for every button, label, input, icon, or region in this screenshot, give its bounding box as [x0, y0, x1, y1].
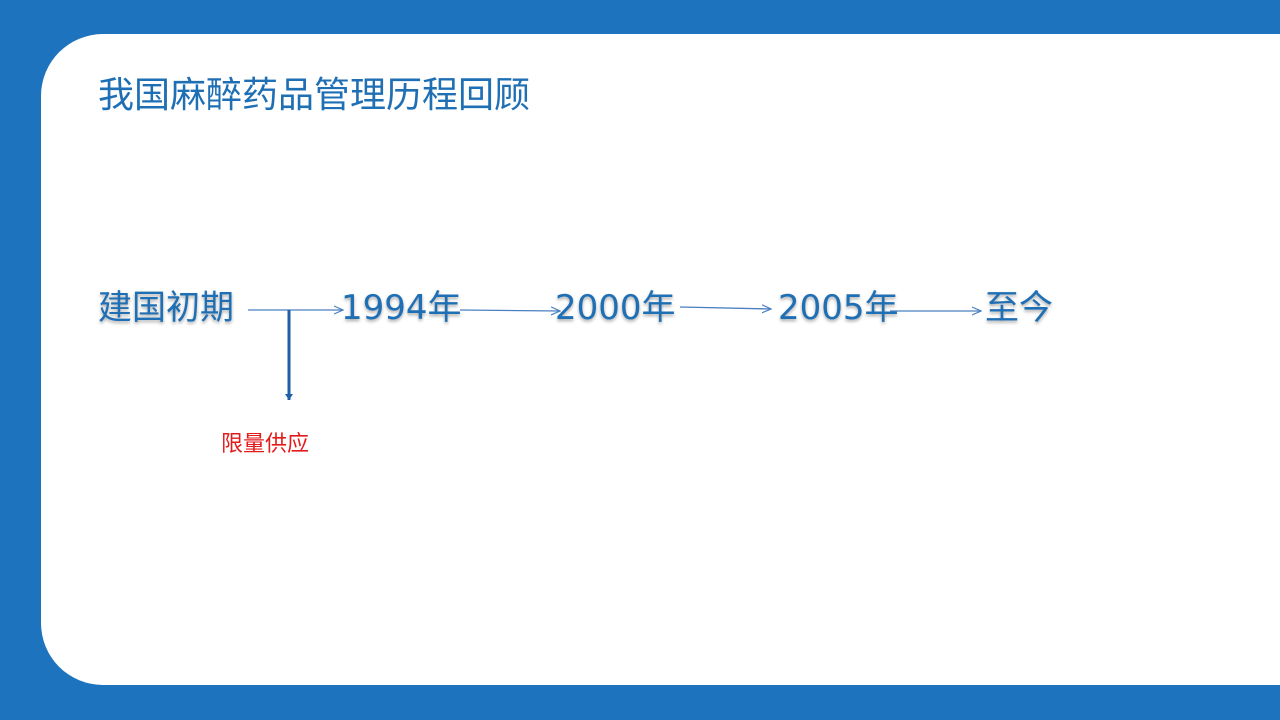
arrow-1994-to-2000	[459, 310, 560, 311]
timeline-node-1994: 1994年	[341, 288, 462, 328]
timeline-node-founding: 建国初期	[98, 288, 234, 328]
slide-title: 我国麻醉药品管理历程回顾	[98, 75, 531, 116]
timeline-node-present: 至今	[985, 288, 1053, 328]
branch-label: 限量供应	[221, 432, 310, 457]
arrow-2000-to-2005	[679, 307, 771, 309]
timeline-node-2000: 2000年	[555, 288, 676, 328]
content-panel	[41, 34, 1280, 685]
timeline-node-2005: 2005年	[778, 288, 899, 328]
